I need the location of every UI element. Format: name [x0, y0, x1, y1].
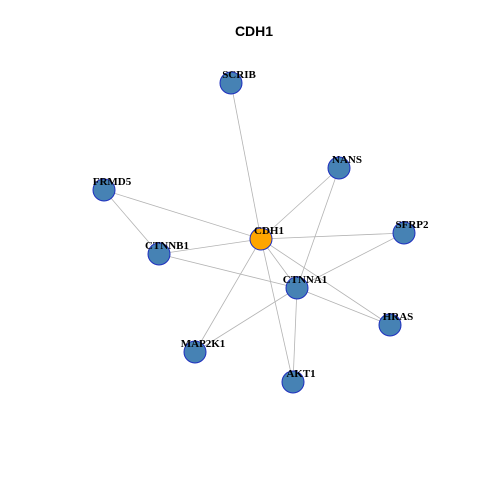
edge-cdh1-frmd5 [103, 189, 262, 240]
node-label-cdh1: CDH1 [254, 225, 284, 237]
node-ctnnb1[interactable] [147, 242, 171, 266]
edge-frmd5-ctnnb1 [103, 189, 160, 255]
edge-cdh1-sfrp2 [260, 232, 405, 240]
edge-sfrp2-ctnna1 [296, 232, 405, 289]
node-label-ctnna1: CTNNA1 [283, 274, 328, 286]
diagram-title: CDH1 [235, 23, 273, 39]
node-layer [92, 71, 416, 394]
node-sfrp2[interactable] [392, 221, 416, 245]
node-label-nans: NANS [332, 154, 362, 166]
node-label-frmd5: FRMD5 [93, 176, 132, 188]
node-map2k1[interactable] [183, 340, 207, 364]
node-label-map2k1: MAP2K1 [181, 338, 226, 350]
edge-cdh1-scrib [230, 82, 262, 240]
edge-ctnna1-akt1 [292, 287, 298, 383]
node-cdh1[interactable] [249, 227, 273, 251]
node-ctnna1[interactable] [285, 276, 309, 300]
node-nans[interactable] [327, 156, 351, 180]
node-akt1[interactable] [281, 370, 305, 394]
edge-ctnnb1-ctnna1 [158, 253, 298, 289]
node-label-scrib: SCRIB [222, 69, 256, 81]
node-scrib[interactable] [219, 71, 243, 95]
edge-cdh1-nans [260, 167, 340, 240]
node-label-sfrp2: SFRP2 [396, 219, 430, 231]
edge-nans-ctnna1 [296, 167, 340, 289]
edge-ctnna1-hras [296, 287, 391, 326]
edge-cdh1-map2k1 [194, 238, 262, 353]
node-label-hras: HRAS [383, 311, 414, 323]
node-hras[interactable] [378, 313, 402, 337]
edge-ctnna1-map2k1 [194, 287, 298, 353]
node-label-ctnnb1: CTNNB1 [145, 240, 189, 252]
node-frmd5[interactable] [92, 178, 116, 202]
edge-cdh1-akt1 [260, 238, 294, 383]
node-label-akt1: AKT1 [286, 368, 315, 380]
edge-cdh1-hras [260, 238, 391, 326]
edge-cdh1-ctnnb1 [158, 238, 262, 255]
